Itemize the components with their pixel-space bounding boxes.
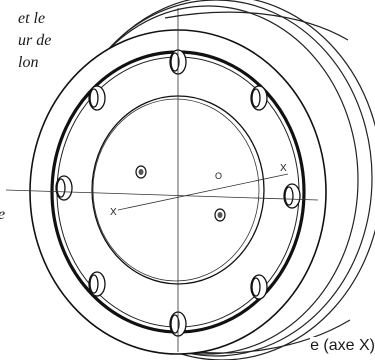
- x-axis-line: [117, 173, 289, 211]
- side-edge-top: [164, 11, 349, 41]
- screw-right: [214, 208, 226, 222]
- caption-side: e: [0, 206, 5, 224]
- caption-line-1: et le: [18, 10, 46, 27]
- horizontal-axis: [5, 189, 319, 201]
- screw-left: [135, 165, 147, 179]
- caption-line-2: ur de: [18, 32, 52, 49]
- bolt-hole-left: [55, 175, 73, 201]
- inner-disk-lip: [92, 98, 260, 282]
- bolt-hole-bottom-left: [88, 271, 106, 297]
- axis-label-origin: O: [215, 171, 223, 181]
- bolt-hole-top-right: [250, 85, 268, 111]
- bolt-hole-top-left: [88, 85, 106, 111]
- caption-line-3: lon: [18, 54, 39, 71]
- bolt-hole-right: [283, 183, 301, 209]
- axis-label-x-left: X: [110, 207, 117, 218]
- axis-label-x-right: X: [280, 163, 287, 174]
- bolt-hole-bottom-right: [250, 274, 268, 300]
- bottom-axis-label: e (axe X): [310, 337, 375, 355]
